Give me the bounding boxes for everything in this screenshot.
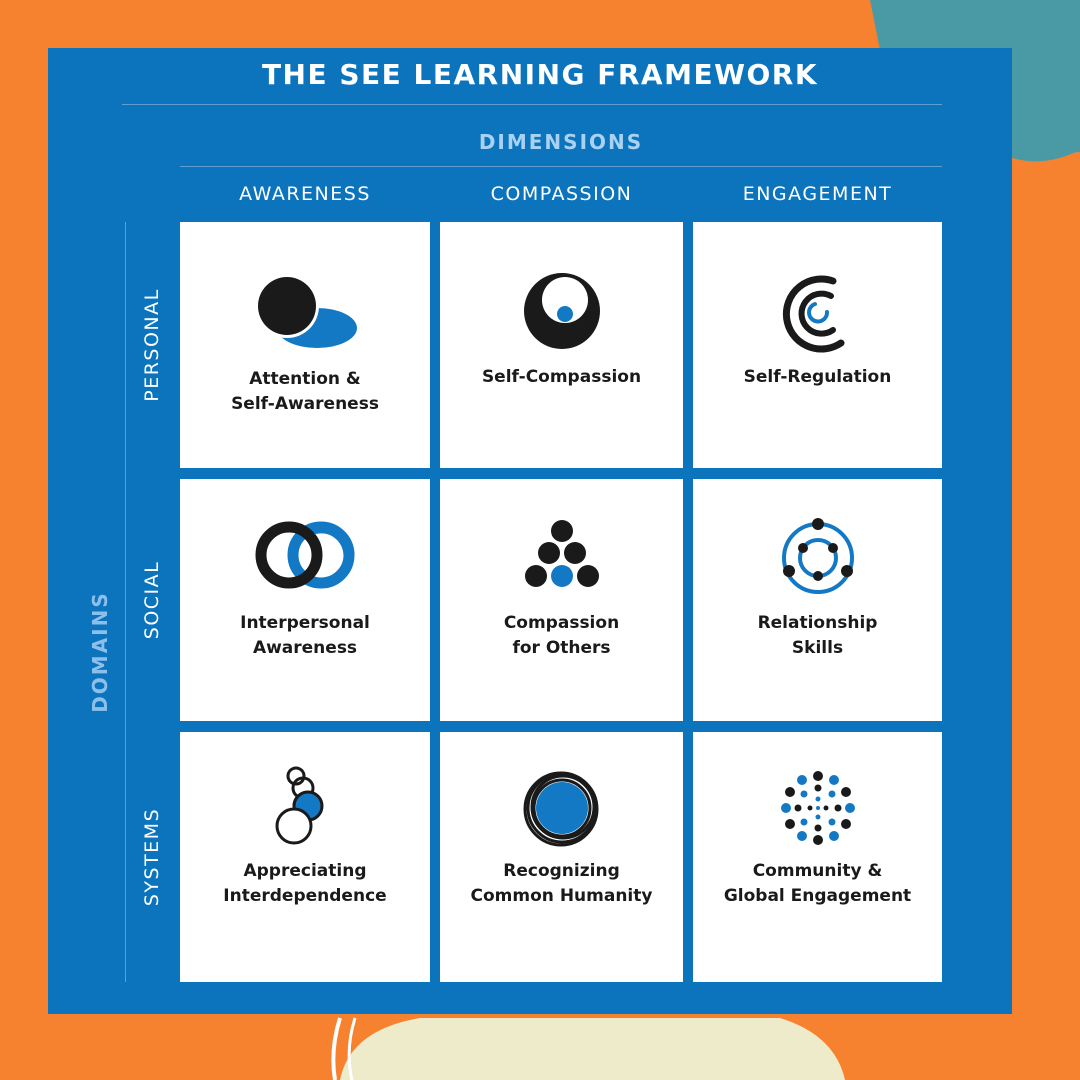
row-header-social: SOCIAL [141,560,163,640]
cell-label: Self-Regulation [743,367,892,387]
common-humanity-icon [523,771,598,847]
domains-divider [125,222,126,982]
community-icon [780,771,855,845]
cell-label: Compassion for Others [503,613,620,658]
interdependence-icon [275,766,324,845]
cell-label: Community & Global Engagement [723,861,912,906]
attention-icon [255,274,357,348]
relationship-icon [781,518,854,594]
row-header-systems: SYSTEMS [141,807,163,907]
cell-label: Interpersonal Awareness [240,613,370,658]
domains-label: DOMAINS [88,591,112,713]
cell-appreciating-interdependence: Appreciating Interdependence [180,732,430,982]
column-header-awareness: AWARENESS [239,183,371,205]
dimensions-divider [180,166,942,167]
cell-label: Attention & Self-Awareness [231,369,379,414]
page-title: THE SEE LEARNING FRAMEWORK [261,58,819,91]
cell-label: Recognizing Common Humanity [470,861,653,906]
dimensions-label: DIMENSIONS [478,130,644,154]
cell-attention-self-awareness: Attention & Self-Awareness [180,222,430,468]
compassion-others-icon [524,520,599,587]
self-regulation-icon [782,275,844,353]
title-divider [122,104,942,105]
cell-compassion-for-others: Compassion for Others [440,479,683,721]
cell-label: Self-Compassion [481,367,642,387]
column-header-compassion: COMPASSION [490,183,633,205]
cell-self-regulation: Self-Regulation [693,222,942,468]
cell-self-compassion: Self-Compassion [440,222,683,468]
cell-relationship-skills: Relationship Skills [693,479,942,721]
cell-interpersonal-awareness: Interpersonal Awareness [180,479,430,721]
cell-community-global-engagement: Community & Global Engagement [693,732,942,982]
cell-label: Relationship Skills [757,613,878,658]
row-header-personal: PERSONAL [141,288,163,402]
cell-recognizing-common-humanity: Recognizing Common Humanity [440,732,683,982]
column-header-engagement: ENGAGEMENT [742,183,893,205]
self-compassion-icon [523,273,600,349]
interpersonal-icon [255,521,355,589]
cell-label: Appreciating Interdependence [223,861,387,906]
